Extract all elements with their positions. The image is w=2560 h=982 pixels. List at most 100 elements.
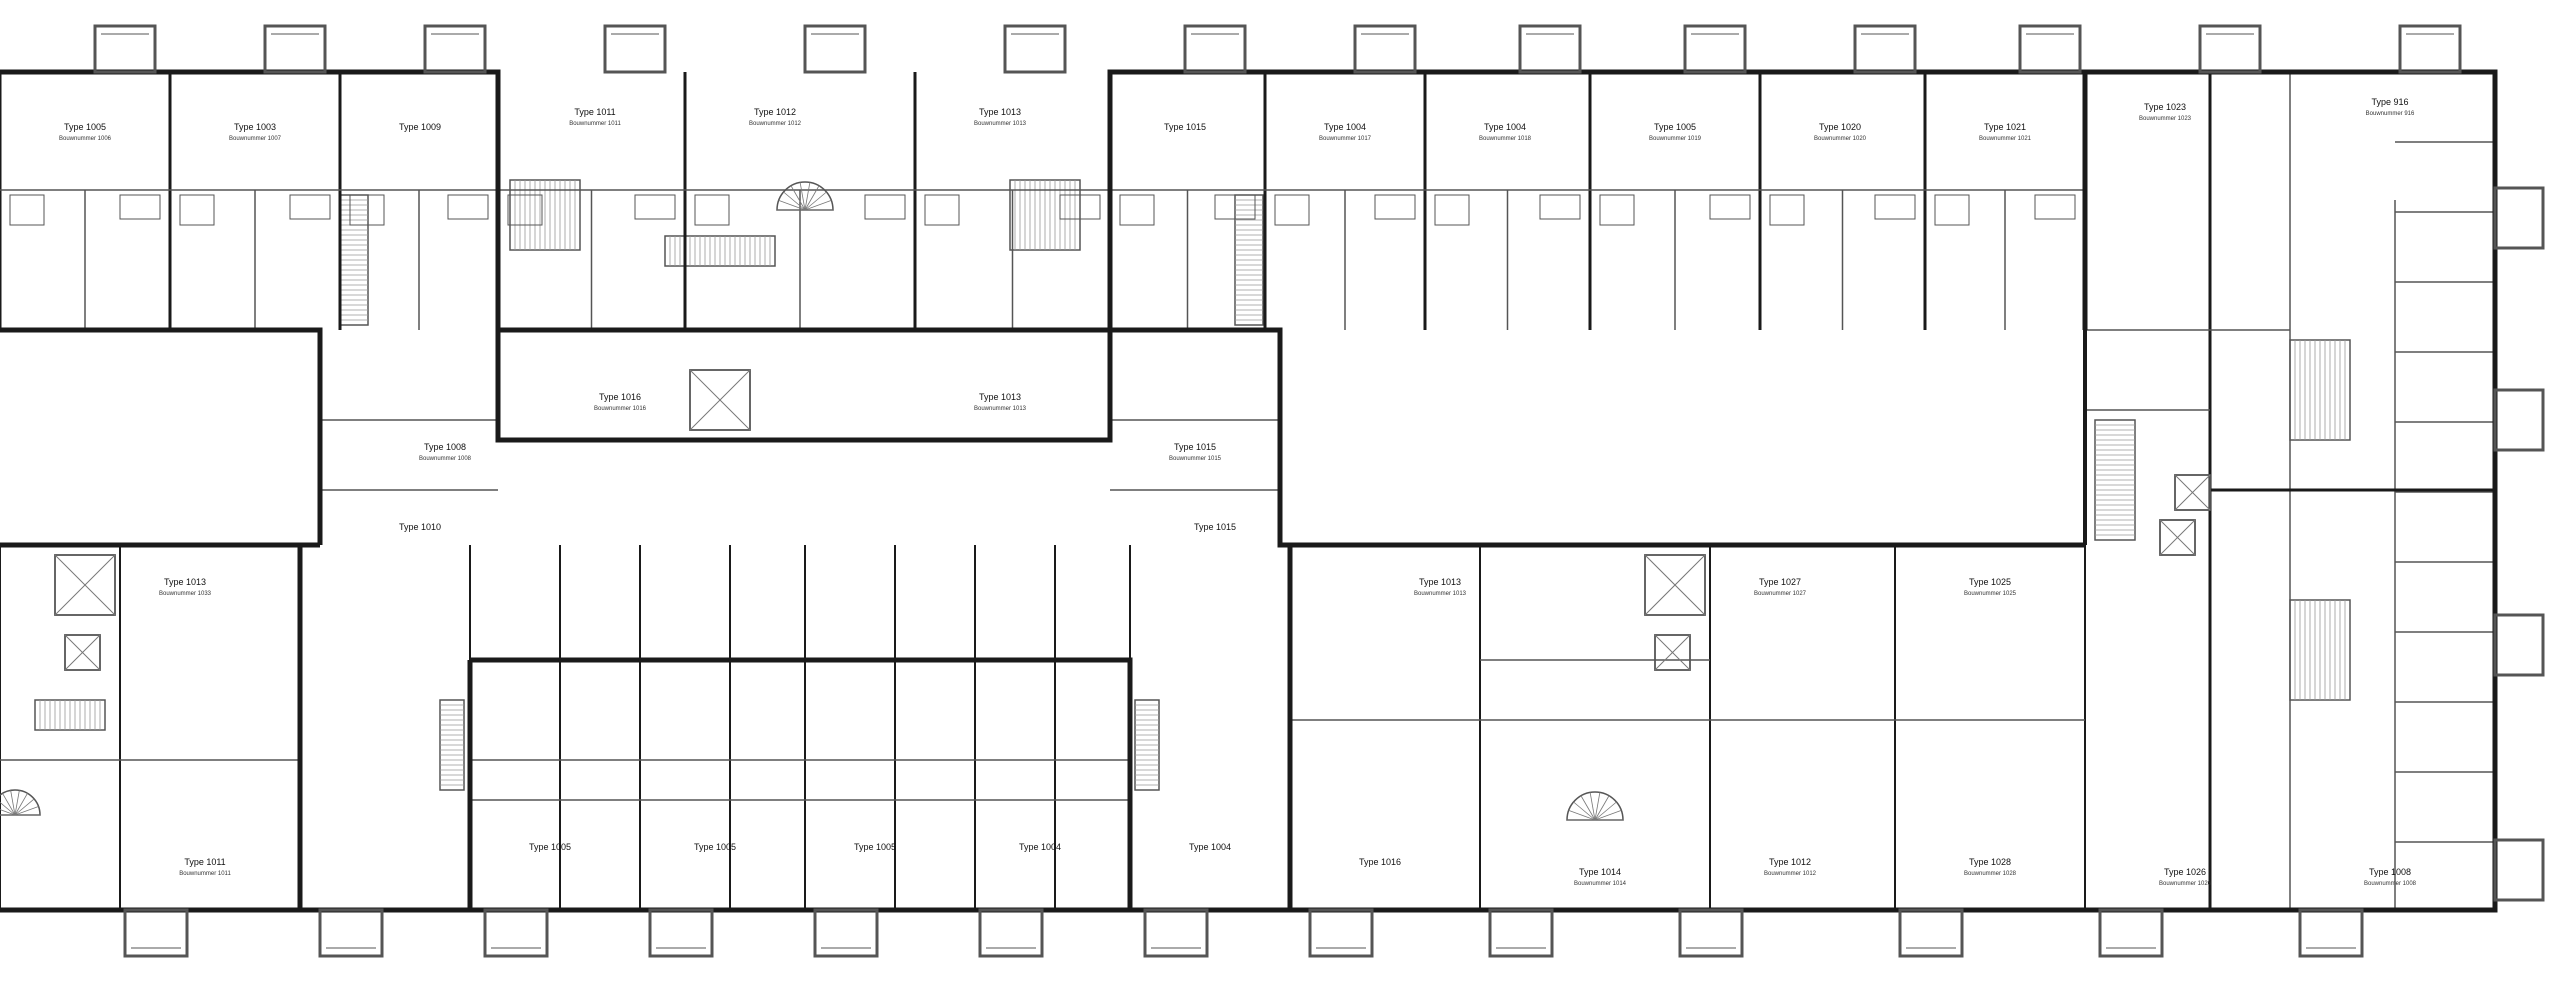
balcony [978,908,1044,958]
unit-type-label: Type 1021 [1984,122,2026,132]
kitchen-counter [694,194,730,226]
balcony [2493,186,2545,250]
elevator-shaft [2174,474,2211,511]
bath-fixture [1059,194,1101,220]
spiral-tread [1580,795,1596,821]
balcony [1353,24,1417,74]
unit-number-label: Bouwnummer 1015 [1169,456,1222,462]
unit-type-label: Type 1004 [1484,122,1526,132]
unit-number-label: Bouwnummer 1011 [179,871,231,877]
bath-fixture [1214,194,1256,220]
balcony [2493,388,2545,452]
bath-fixture [289,194,331,220]
unit-number-label: Bouwnummer 1016 [594,406,647,412]
shaft-cross [2174,474,2211,511]
kitchen-counter [1934,194,1970,226]
unit-number-label: Bouwnummer 1013 [1414,591,1467,597]
balcony [423,24,487,74]
shaft-cross [64,634,101,671]
kitchen-counter [179,194,215,226]
spiral-stair [1566,791,1624,821]
unit-type-label: Type 1008 [424,442,466,452]
shaft-cross [1654,634,1691,671]
unit-number-label: Bouwnummer 1012 [749,121,802,127]
kitchen-counter [9,194,45,226]
unit-type-label: Type 1015 [1174,442,1216,452]
unit-type-label: Type 1011 [184,857,225,867]
balcony [123,908,189,958]
balcony [1143,908,1209,958]
balcony [1853,24,1917,74]
unit-type-label: Type 1005 [1654,122,1696,132]
unit-number-label: Bouwnummer 1013 [974,121,1027,127]
balcony [93,24,157,74]
spiral-tread [799,182,806,211]
exterior-walls [0,69,2498,913]
elevator-shaft [2159,519,2196,556]
spiral-tread [783,191,806,211]
spiral-tread [804,200,832,211]
kitchen-counter [1599,194,1635,226]
spiral-tread [1573,801,1596,821]
kitchen-counter [349,194,385,226]
unit-type-label: Type 1015 [1194,522,1236,532]
unit-type-label: Type 1025 [1969,577,2011,587]
bath-fixture [1539,194,1581,220]
unit-type-label: Type 1008 [2369,867,2411,877]
elevator-shaft [1654,634,1691,671]
spiral-tread [14,806,39,816]
balcony [1518,24,1582,74]
elevator-shaft [689,369,751,431]
spiral-tread [804,185,820,211]
spiral-tread [790,185,806,211]
unit-number-label: Bouwnummer 1026 [2159,881,2212,887]
unit-type-label: Type 1013 [164,577,206,587]
spiral-tread [1594,801,1617,821]
balcony [2493,613,2545,677]
unit-number-label: Bouwnummer 1033 [159,591,212,597]
unit-type-label: Type 1013 [979,107,1021,117]
balcony [483,908,549,958]
kitchen-counter [1434,194,1470,226]
bath-fixture [634,194,676,220]
unit-type-label: Type 1013 [979,392,1021,402]
spiral-tread [14,793,28,816]
unit-type-label: Type 1026 [2164,867,2206,877]
bath-fixture [447,194,489,220]
unit-number-label: Bouwnummer 1025 [1964,591,2017,597]
balcony [813,908,879,958]
unit-type-label: Type 1016 [599,392,641,402]
unit-type-label: Type 1004 [1324,122,1366,132]
unit-type-label: Type 1016 [1359,857,1401,867]
spiral-stair [776,181,834,211]
spiral-tread [804,191,827,211]
unit-type-label: Type 1005 [529,842,571,852]
spiral-tread [1594,795,1610,821]
unit-type-label: Type 1020 [1819,122,1861,132]
spiral-tread [1568,810,1596,821]
bath-fixture [864,194,906,220]
bath-fixture [119,194,161,220]
stair-hatching [34,179,2351,791]
unit-type-label: Type 1023 [2144,102,2186,112]
spiral-tread [2,793,16,816]
unit-type-label: Type 1012 [1769,857,1811,867]
fixtures [0,181,2211,821]
balcony [2398,24,2462,74]
unit-type-label: Type 1012 [754,107,796,117]
unit-type-label: Type 1013 [1419,577,1461,587]
shaft-cross [689,369,751,431]
shaft-cross [54,554,116,616]
unit-type-label: Type 1028 [1969,857,2011,867]
unit-type-label: Type 1005 [64,122,106,132]
unit-number-label: Bouwnummer 1017 [1319,136,1372,142]
unit-type-label: Type 1014 [1579,867,1621,877]
balcony [2298,908,2364,958]
elevator-shaft [1644,554,1706,616]
exterior-wall [1287,69,2498,913]
unit-type-label: Type 1005 [854,842,896,852]
balcony [1898,908,1964,958]
unit-number-label: Bouwnummer 1019 [1649,136,1702,142]
